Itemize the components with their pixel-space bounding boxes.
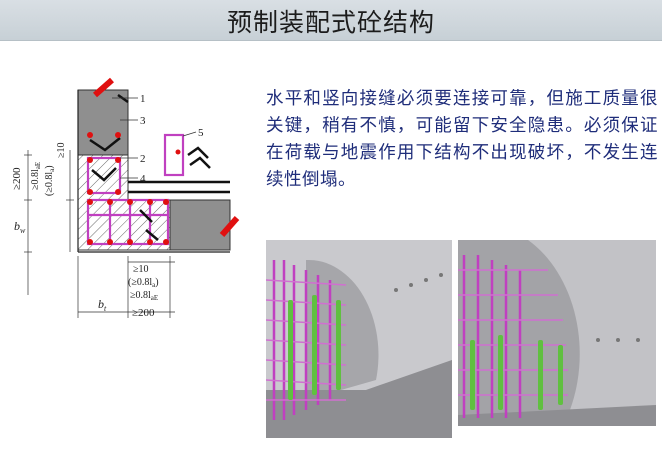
vertical-precast-wall	[77, 89, 129, 156]
red-marker-right	[219, 216, 240, 237]
slide-title: 预制装配式砼结构	[226, 8, 435, 37]
dim-ge200-bottom: ≥200	[132, 307, 155, 319]
callout-1: 1	[140, 93, 146, 105]
body-text: 水平和竖向接缝必须要连接可靠，但施工质量很关键，稍有不慎，可能留下安全隐患。必须…	[266, 89, 658, 190]
hook-bars	[89, 93, 230, 241]
callout-5: 5	[198, 127, 204, 139]
dim-08lae-left: ≥0.8laE	[30, 162, 42, 190]
rebar-dots	[87, 132, 181, 245]
dim-ge10-bottom: ≥10	[133, 264, 149, 275]
red-marker-top	[93, 77, 114, 98]
dim-bw: bw	[14, 219, 26, 235]
rebar-render-right	[458, 240, 656, 426]
joint-detail-drawing: 1 3 5 2 4 ≥200 ≥0.8laE (≥0.8la) ≥10 bw ≥…	[11, 77, 240, 319]
callout-3: 3	[140, 115, 146, 127]
dim-ge200-left: ≥200	[11, 167, 23, 190]
dim-ge10-left: ≥10	[56, 143, 67, 159]
dim-08la-left: (≥0.8la)	[44, 165, 56, 196]
callout-4: 4	[140, 173, 146, 185]
rebar-render-left	[266, 240, 452, 438]
dim-08la-bottom: (≥0.8la)	[128, 277, 159, 289]
title-bar: 预制装配式砼结构	[0, 0, 662, 41]
dim-bt: bt	[98, 297, 107, 313]
callout-2: 2	[140, 153, 146, 165]
horizontal-precast-wall	[169, 199, 231, 251]
dim-08lae-bottom: ≥0.8laE	[130, 290, 158, 302]
